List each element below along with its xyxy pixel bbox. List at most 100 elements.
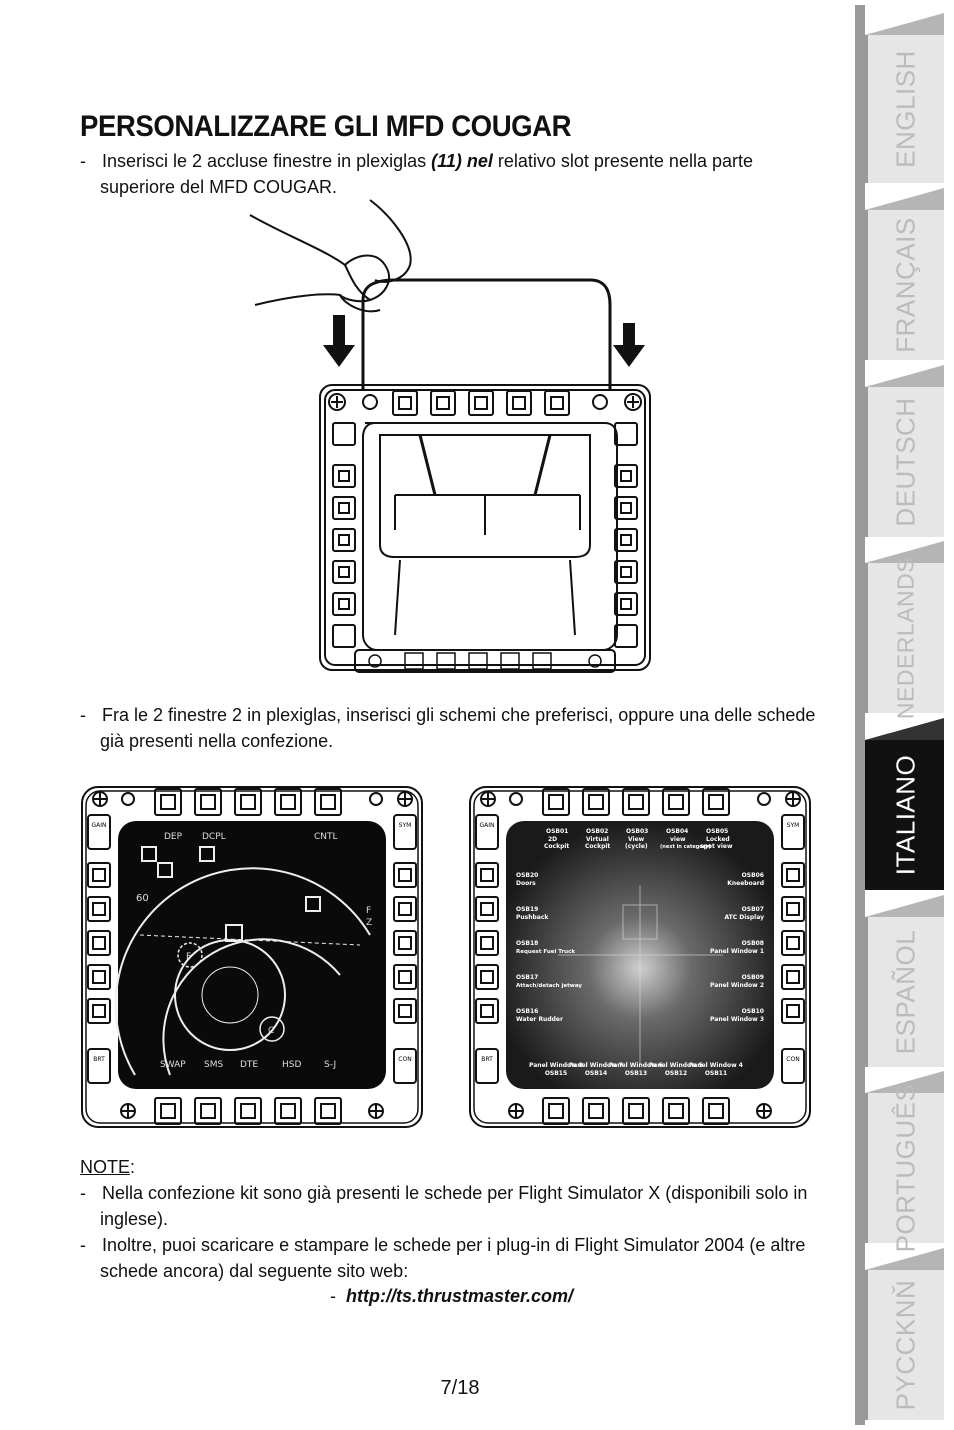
note-2-line2: schede ancora) dal seguente sito web: xyxy=(100,1261,409,1281)
instruction-2-line2: già presenti nella confezione. xyxy=(100,731,334,751)
tab-espanol[interactable]: ESPAÑOL xyxy=(865,895,944,1067)
osb-label: Panel Window 1 xyxy=(710,948,764,955)
tab-label: PYCCKNŇ xyxy=(890,1279,921,1411)
sym-label: SYM xyxy=(787,822,800,829)
osb-label: OSB10 xyxy=(742,1008,764,1015)
hsd-circle-mark: C xyxy=(268,1026,274,1036)
down-arrow-icon xyxy=(613,323,645,367)
brt-label: BRT xyxy=(93,1056,105,1063)
page-number: 7/18 xyxy=(440,1377,480,1399)
osb-label: OSB02 xyxy=(586,828,608,835)
osb-label: OSB12 xyxy=(665,1070,687,1077)
mfd-hsd-example: GAIN SYM BRT CON DEP DCPL CNTL SWAP SMS … xyxy=(81,786,423,1128)
osb-label: Attach/detach jetway xyxy=(516,983,582,989)
tab-italiano[interactable]: ITALIANO xyxy=(865,718,944,890)
osb-label: OSB16 xyxy=(516,1008,538,1015)
tab-label: ESPAÑOL xyxy=(890,929,921,1055)
instruction-1-line2: superiore del MFD COUGAR. xyxy=(100,177,338,197)
osb-label: Water Rudder xyxy=(516,1016,563,1023)
bullet-dash: - xyxy=(80,705,86,725)
con-label: CON xyxy=(786,1056,799,1063)
hsd-labels: DEP DCPL CNTL SWAP SMS DTE HSD S-J 60 F … xyxy=(136,832,372,1070)
osb-label: 2D xyxy=(548,836,557,843)
osb-label: OSB15 xyxy=(545,1070,567,1077)
bullet-dash: - xyxy=(80,151,86,171)
bullet-dash: - xyxy=(80,1235,86,1255)
tab-label: DEUTSCH xyxy=(890,397,921,527)
osb-label: OSB08 xyxy=(742,940,764,947)
tab-russian[interactable]: PYCCKNŇ xyxy=(865,1248,944,1420)
osb-label: OSB18 xyxy=(516,940,538,947)
hsd-circle-mark: F xyxy=(186,952,191,962)
tab-francais[interactable]: FRANÇAIS xyxy=(865,188,944,360)
mfd-top-buttons xyxy=(392,390,570,416)
hsd-bottom-label: S-J xyxy=(324,1060,336,1070)
osb-label: Cockpit xyxy=(585,843,610,850)
hsd-bottom-label: SMS xyxy=(204,1060,223,1070)
notes-section: NOTE: -Nella confezione kit sono già pre… xyxy=(80,1154,832,1284)
tab-portugues[interactable]: PORTUGUÊS xyxy=(865,1071,944,1252)
osb-label: view xyxy=(670,836,686,843)
hsd-bottom-label: HSD xyxy=(282,1060,301,1070)
website-link[interactable]: http://ts.thrustmaster.com/ xyxy=(346,1286,574,1306)
osb-label: Panel Window 2 xyxy=(710,982,764,989)
osb-label: Kneeboard xyxy=(727,880,764,887)
bullet-dash: - xyxy=(80,1183,86,1203)
osb-label: Virtual xyxy=(586,836,609,843)
osb-label: Doors xyxy=(516,880,536,887)
osb-label: OSB07 xyxy=(742,906,764,913)
osb-label: OSB01 xyxy=(546,828,568,835)
osb-label: (next in category) xyxy=(660,844,711,850)
instruction-2: -Fra le 2 finestre 2 in plexiglas, inser… xyxy=(80,702,832,754)
con-label: CON xyxy=(398,1056,411,1063)
osb-label: Panel Window 8 xyxy=(529,1062,583,1069)
tab-english[interactable]: ENGLISH xyxy=(865,13,944,183)
tab-label: ENGLISH xyxy=(890,50,921,168)
osb-label: OSB14 xyxy=(585,1070,607,1077)
instruction-1: -Inserisci le 2 accluse finestre in plex… xyxy=(80,148,832,200)
hsd-bottom-label: SWAP xyxy=(160,1060,186,1070)
hsd-side-mark: F xyxy=(366,906,371,916)
note-label: NOTE xyxy=(80,1157,131,1177)
hsd-side-mark: Z xyxy=(366,918,372,928)
language-tabs: ENGLISH FRANÇAIS DEUTSCH NEDERLANDS ITAL… xyxy=(855,5,945,1425)
note-colon: : xyxy=(130,1157,136,1177)
osb-label: View xyxy=(628,836,645,843)
gain-label: GAIN xyxy=(91,822,106,829)
instruction-1-emphasis: (11) nel xyxy=(431,151,493,171)
osb-label: Panel Window 6 xyxy=(609,1062,663,1069)
hsd-bottom-label: DTE xyxy=(240,1060,258,1070)
osb-label: (cycle) xyxy=(625,843,648,850)
tab-label: NEDERLANDS xyxy=(892,556,919,720)
tab-deutsch[interactable]: DEUTSCH xyxy=(865,365,944,537)
hsd-top-label: DCPL xyxy=(202,832,226,842)
osb-label: Panel Window 3 xyxy=(710,1016,764,1023)
tab-nederlands[interactable]: NEDERLANDS xyxy=(865,541,944,719)
instruction-1-text-a: Inserisci le 2 accluse finestre in plexi… xyxy=(102,151,432,171)
tab-label: ITALIANO xyxy=(890,754,921,876)
osb-label: OSB11 xyxy=(705,1070,727,1077)
osb-label: Locked xyxy=(706,836,730,843)
osb-label: Panel Window 4 xyxy=(689,1062,743,1069)
osb-label: OSB06 xyxy=(742,872,764,879)
osb-label: ATC Display xyxy=(725,914,765,921)
plexiglass-insertion-illustration xyxy=(249,199,651,673)
osb-label: Cockpit xyxy=(544,843,569,850)
osb-label: OSB05 xyxy=(706,828,728,835)
note-1-line1: Nella confezione kit sono già presenti l… xyxy=(102,1183,808,1203)
osb-label: Panel Window 7 xyxy=(569,1062,623,1069)
instruction-2-line1: Fra le 2 finestre 2 in plexiglas, inseri… xyxy=(102,705,816,725)
osb-label: OSB20 xyxy=(516,872,538,879)
hsd-top-label: CNTL xyxy=(314,832,338,842)
osb-label: OSB17 xyxy=(516,974,538,981)
osb-label: OSB19 xyxy=(516,906,538,913)
osb-label: OSB04 xyxy=(666,828,688,835)
osb-label: OSB03 xyxy=(626,828,648,835)
page-title: PERSONALIZZARE GLI MFD COUGAR xyxy=(80,110,572,143)
down-arrow-icon xyxy=(323,315,355,367)
mfd-fsx-card-example: GAIN SYM BRT CON OSB01 2D Cockpit OSB02 … xyxy=(469,786,811,1128)
tab-label: FRANÇAIS xyxy=(890,217,921,353)
osb-label: Pushback xyxy=(516,914,549,921)
website-line: - http://ts.thrustmaster.com/ xyxy=(330,1286,573,1307)
hsd-range-label: 60 xyxy=(136,893,149,904)
